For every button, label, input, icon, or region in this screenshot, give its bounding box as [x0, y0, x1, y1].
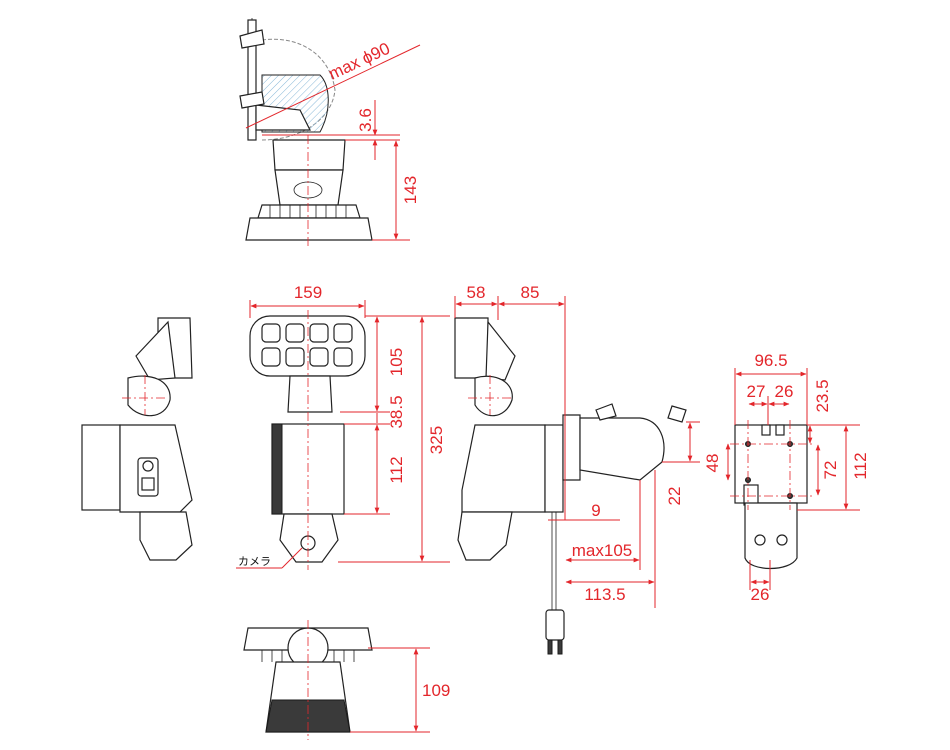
top-view-head [245, 217, 373, 241]
led-icon [285, 347, 305, 367]
bracket-depth-dimension: 113.5 [584, 585, 625, 604]
top-view-cap [272, 139, 346, 171]
wall-bracket [562, 414, 581, 481]
bracket-height-dimension: 22 [665, 487, 684, 506]
hole-pitch-dimension: 72 [821, 461, 840, 480]
led-icon [333, 347, 353, 367]
offset-dimension: 85 [521, 283, 540, 302]
neck-height-dimension: 38.5 [387, 395, 406, 428]
right-head-side [454, 317, 489, 379]
right-main-body [461, 424, 546, 513]
rear-width-dimension: 96.5 [754, 351, 787, 370]
heat-fins-bottom [261, 650, 355, 662]
plug-prong-icon [547, 639, 553, 655]
led-icon [309, 323, 329, 343]
left-camera-unit [139, 511, 193, 561]
top-view-height-dimension: 143 [401, 176, 420, 204]
left-joint [127, 375, 171, 417]
bottom-height-dimension: 109 [422, 681, 450, 700]
bottom-view: 109 [243, 620, 450, 740]
bracket-wing-nut [667, 405, 687, 423]
rear-adjust-knob-icon [754, 534, 766, 546]
mounting-pole-top-view [247, 19, 257, 141]
right-joint [474, 375, 513, 417]
right-mount-plate [544, 424, 564, 513]
rear-view: 96.5 27 26 23.5 48 72 112 26 [703, 351, 870, 604]
heat-fins-top [269, 205, 347, 218]
bracket-arm [579, 417, 665, 481]
led-icon [261, 347, 281, 367]
head-depth-dimension: 58 [467, 283, 486, 302]
hole-right-dimension: 26 [775, 382, 794, 401]
power-plug-icon [545, 609, 565, 641]
front-view: 159 105 38.5 112 325 カメラ [236, 283, 450, 570]
head-height-dimension: 105 [387, 348, 406, 376]
rear-height-dimension: 112 [851, 452, 870, 479]
front-neck [287, 375, 333, 413]
plug-prong-icon [557, 639, 563, 655]
led-icon [261, 323, 281, 343]
inner-height-dimension: 48 [703, 454, 722, 473]
left-side-view [81, 317, 193, 561]
camera-callout-label: カメラ [238, 555, 271, 568]
top-view: max ϕ90 3.6 143 [239, 18, 421, 246]
right-camera-unit [457, 511, 513, 561]
led-icon [285, 323, 305, 343]
rear-lower-plate [744, 502, 798, 569]
bracket-wing-nut [595, 403, 617, 421]
front-width-dimension: 159 [294, 283, 322, 302]
wing-nut-upper [239, 29, 265, 49]
hole-left-dimension: 27 [747, 382, 766, 401]
right-side-view: 58 85 9 max105 113.5 22 [454, 283, 700, 655]
wing-nut-lower [239, 91, 265, 109]
total-height-dimension: 325 [427, 426, 446, 454]
left-switch-icon [141, 477, 155, 491]
gap-dimension: 3.6 [356, 108, 375, 132]
max-reach-dimension: max105 [572, 541, 632, 560]
top-margin-dimension: 23.5 [813, 379, 832, 412]
max-rotation-dimension: max ϕ90 [326, 39, 393, 84]
rear-adjust-knob-icon [776, 534, 788, 546]
led-array [261, 323, 353, 367]
spacing-dimension: 9 [591, 501, 600, 520]
led-icon [333, 323, 353, 343]
left-head-side [135, 320, 176, 381]
left-mount-plate [81, 424, 121, 511]
left-dial-icon [142, 460, 154, 472]
led-icon [309, 347, 329, 367]
bottom-width-dimension: 26 [751, 585, 770, 604]
body-height-dimension: 112 [387, 456, 406, 483]
